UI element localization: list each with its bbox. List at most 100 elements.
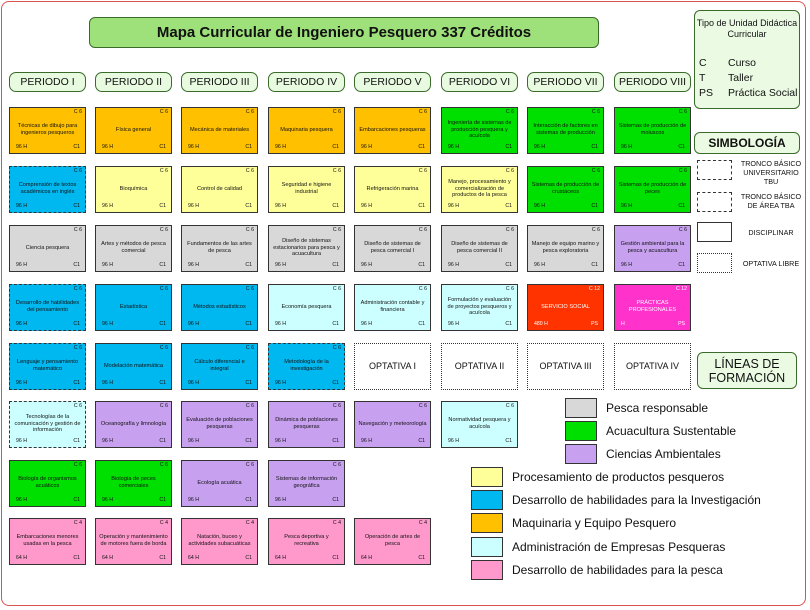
symbol-disciplinar-label: DISCIPLINAR [748,228,794,237]
course-type: C1 [245,555,252,562]
course-credits: C 6 [159,227,168,233]
course-name: OPTATIVA II [454,361,505,371]
course-hours: 96 H [188,497,199,504]
course-type: C1 [332,555,339,562]
course-name: Economía pesquera [281,303,332,310]
linea-swatch [471,467,503,487]
symbol-optativa-label: OPTATIVA LIBRE [742,259,800,268]
course-type: C1 [332,203,339,210]
course-name: Cálculo diferencial e integral [194,359,245,372]
course-type: C1 [418,203,425,210]
course-name: Técnicas de dibujo para ingenieros pesqu… [17,123,78,136]
course-name: Lenguaje y pensamiento matemático [17,359,78,372]
course-name: Normatividad pesquera y acuícola [448,417,511,430]
course-name: Sistemas de información geográfica [275,476,338,489]
course-name: Comprensión de textos académicos en ingl… [18,182,77,195]
course-type: C1 [245,438,252,445]
course-hours: 96 H [16,380,27,387]
course-type: C1 [505,438,512,445]
course-credits: C 6 [332,403,341,409]
course-hours: 96 H [102,497,113,504]
course-name: Embarcaciones menores usadas en la pesca [16,534,79,547]
course-hours: 96 H [448,438,459,445]
course-name: Metodología de la investigación [284,359,329,372]
course-name: Gestión ambiental para la pesca y acuacu… [620,241,685,254]
course-type: C1 [332,144,339,151]
course-credits: C 6 [73,227,82,233]
course-credits: C 6 [332,109,341,115]
course-type: C1 [73,144,80,151]
course-cell: Desarrollo de habilidades del pensamient… [9,284,86,331]
course-cell: Operación y mantenimiento de motores fue… [95,518,172,565]
course-hours: 96 H [534,203,545,210]
course-hours: 96 H [534,262,545,269]
course-credits: C 6 [245,109,254,115]
unit-type-key: T [699,72,706,84]
course-hours: 96 H [448,144,459,151]
linea-label: Desarrollo de habilidades para la pesca [512,563,723,577]
period-header: PERIODO VI [441,72,518,92]
course-credits: C 6 [418,227,427,233]
course-type: C1 [505,321,512,328]
linea-swatch [565,398,597,418]
course-credits: C 6 [678,227,687,233]
course-type: C1 [418,262,425,269]
course-name: Estadística [119,303,148,310]
course-name: OPTATIVA IV [625,361,679,371]
course-credits: C 6 [73,168,82,174]
period-header: PERIODO VIII [614,72,691,92]
course-cell: Sistemas de producción de crustáceos C 6 9… [527,166,604,213]
course-type: C1 [73,203,80,210]
course-hours: 64 H [361,555,372,562]
course-name: Sistemas de producción de crustáceos [531,182,600,195]
course-credits: C 6 [591,109,600,115]
period-header: PERIODO IV [268,72,345,92]
course-credits: C 6 [245,462,254,468]
course-credits: C 6 [245,286,254,292]
course-type: C1 [418,438,425,445]
course-type: C1 [73,555,80,562]
course-type: C1 [678,203,685,210]
course-name: Administración contable y financiera [360,300,425,313]
course-type: C1 [159,144,166,151]
course-hours: 96 H [188,380,199,387]
symbol-disciplinar-box [697,222,732,242]
course-credits: C 4 [245,520,254,526]
unit-type-label: Práctica Social [728,87,798,99]
course-credits: C 6 [245,403,254,409]
course-credits: C 6 [591,168,600,174]
linea-swatch [471,490,503,510]
course-name: SERVICIO SOCIAL [541,303,590,310]
course-name: Operación y mantenimiento de motores fue… [99,534,168,547]
course-type: C1 [245,497,252,504]
course-name: Manejo de equipo marino y pesca explorat… [531,241,600,254]
course-credits: C 6 [73,345,82,351]
symbol-optativa-box [697,253,732,273]
course-type: C1 [245,262,252,269]
course-type: C1 [73,321,80,328]
course-name: Física general [115,126,152,133]
course-credits: C 6 [591,227,600,233]
course-name: Bioquímica [119,185,148,192]
course-hours: 96 H [16,321,27,328]
course-hours: 96 H [275,203,286,210]
course-hours: 96 H [361,321,372,328]
course-type: C1 [678,144,685,151]
course-hours: 96 H [188,203,199,210]
linea-label: Maquinaria y Equipo Pesquero [512,516,677,530]
course-hours: 96 H [361,262,372,269]
course-credits: C 6 [505,168,514,174]
